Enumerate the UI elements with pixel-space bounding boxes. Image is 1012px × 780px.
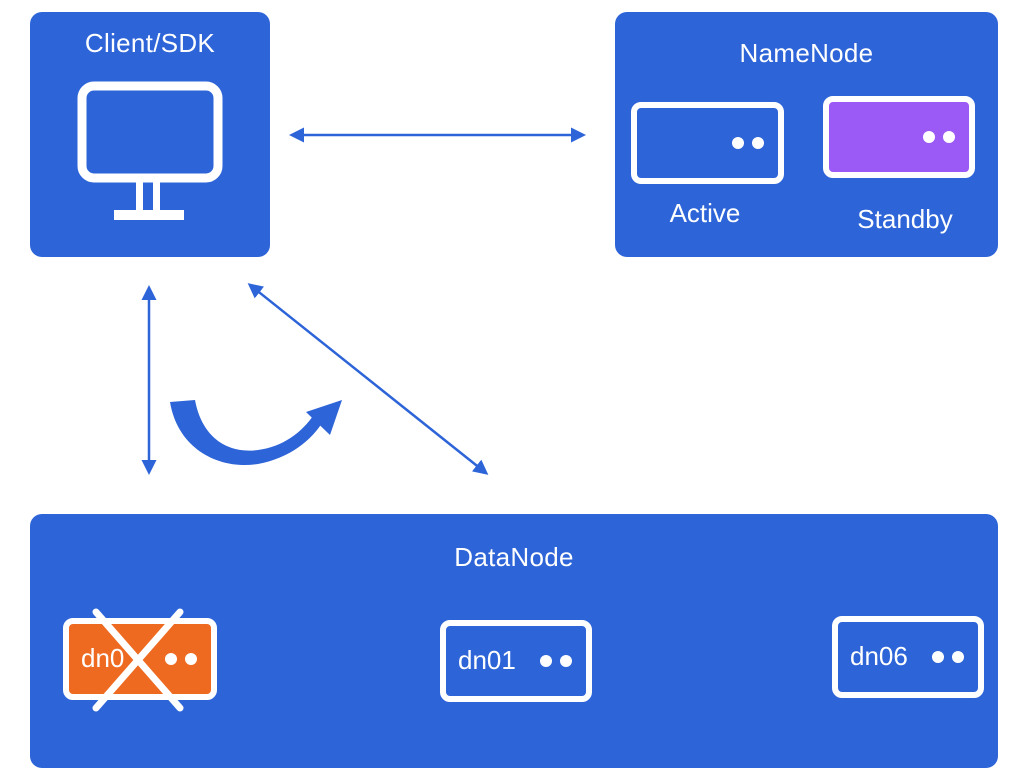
status-dot-icon — [165, 653, 177, 665]
status-dot-icon — [943, 131, 955, 143]
server-status-dots — [932, 651, 964, 663]
status-dot-icon — [923, 131, 935, 143]
server-status-dots — [732, 137, 764, 149]
datanode-label: dn06 — [850, 640, 908, 671]
datanode-panel: DataNode dn0 dn01 dn06 — [30, 514, 998, 768]
active-label: Active — [669, 198, 741, 228]
failure-cross-icon — [92, 608, 184, 712]
status-dot-icon — [952, 651, 964, 663]
monitor-icon — [77, 81, 223, 220]
status-dot-icon — [732, 137, 744, 149]
datanode-label: dn0 — [81, 642, 125, 673]
datanode-label: dn01 — [458, 644, 516, 675]
namenode-title: NameNode — [739, 38, 874, 68]
status-dot-icon — [932, 651, 944, 663]
datanode-title: DataNode — [454, 542, 574, 572]
status-dot-icon — [185, 653, 197, 665]
server-status-dots — [540, 655, 572, 667]
active-namenode-server — [631, 102, 784, 184]
status-dot-icon — [752, 137, 764, 149]
server-status-dots — [165, 653, 197, 665]
datanode-server-dn06: dn06 — [832, 616, 984, 698]
client-sdk-title: Client/SDK — [84, 28, 216, 58]
status-dot-icon — [540, 655, 552, 667]
retry-curve-arrow-icon — [170, 400, 342, 466]
status-dot-icon — [560, 655, 572, 667]
server-status-dots — [923, 131, 955, 143]
datanode-server-dn01: dn01 — [440, 620, 592, 702]
standby-label: Standby — [857, 204, 953, 234]
client-datanode-diagonal-arrow — [247, 283, 489, 475]
client-sdk-panel: Client/SDK — [30, 12, 270, 257]
namenode-panel: NameNode Active Standby — [615, 12, 998, 257]
standby-namenode-server — [823, 96, 975, 178]
